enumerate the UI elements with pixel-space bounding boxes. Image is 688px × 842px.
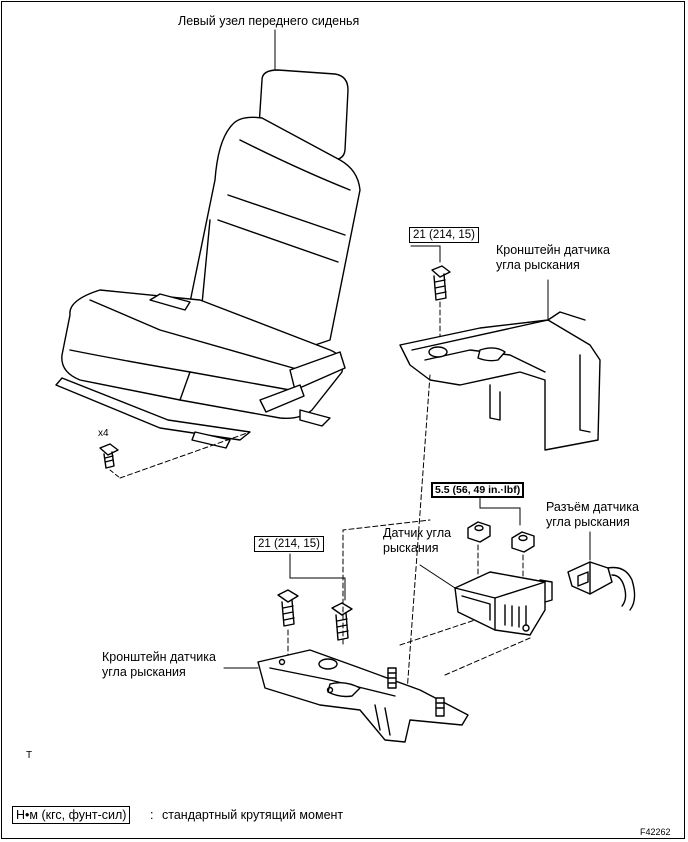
corner-mark: T	[26, 750, 33, 761]
bolt-count-label: x4	[98, 428, 109, 439]
bottom-bracket-label: Кронштейн датчика угла рыскания	[102, 650, 216, 680]
figure-id: F42262	[640, 827, 671, 837]
sensor-label-line1: Датчик угла	[383, 526, 452, 540]
seat-bolt	[99, 431, 251, 479]
sensor-label-line2: рыскания	[383, 541, 439, 555]
connector-label-line1: Разъём датчика	[546, 500, 639, 514]
top-bracket-label-line2: угла рыскания	[496, 258, 580, 272]
legend-text: стандартный крутящий момент	[162, 808, 344, 822]
connector-label: Разъём датчика угла рыскания	[546, 500, 639, 530]
torque-callout-middle: 21 (214, 15)	[254, 536, 325, 552]
connector-illustration	[567, 531, 636, 611]
bottom-bracket-label-line2: угла рыскания	[102, 665, 186, 679]
legend-unit-box: Н•м (кгс, фунт-сил)	[12, 806, 131, 824]
torque-callout-sensor: 5.5 (56, 49 in.·lbf)	[431, 482, 525, 498]
bottom-bracket-label-line1: Кронштейн датчика	[102, 650, 216, 664]
seat-illustration	[55, 29, 361, 449]
sensor-label: Датчик угла рыскания	[383, 526, 451, 556]
legend-separator: :	[150, 808, 154, 822]
bottom-bracket-illustration	[223, 519, 469, 743]
connector-label-line2: угла рыскания	[546, 515, 630, 529]
top-bracket-illustration	[399, 245, 601, 721]
top-bracket-label: Кронштейн датчика угла рыскания	[496, 243, 610, 273]
sensor-illustration	[399, 493, 553, 676]
seat-label: Левый узел переднего сиденья	[178, 14, 360, 28]
top-bracket-label-line1: Кронштейн датчика	[496, 243, 610, 257]
torque-callout-top: 21 (214, 15)	[409, 227, 480, 243]
